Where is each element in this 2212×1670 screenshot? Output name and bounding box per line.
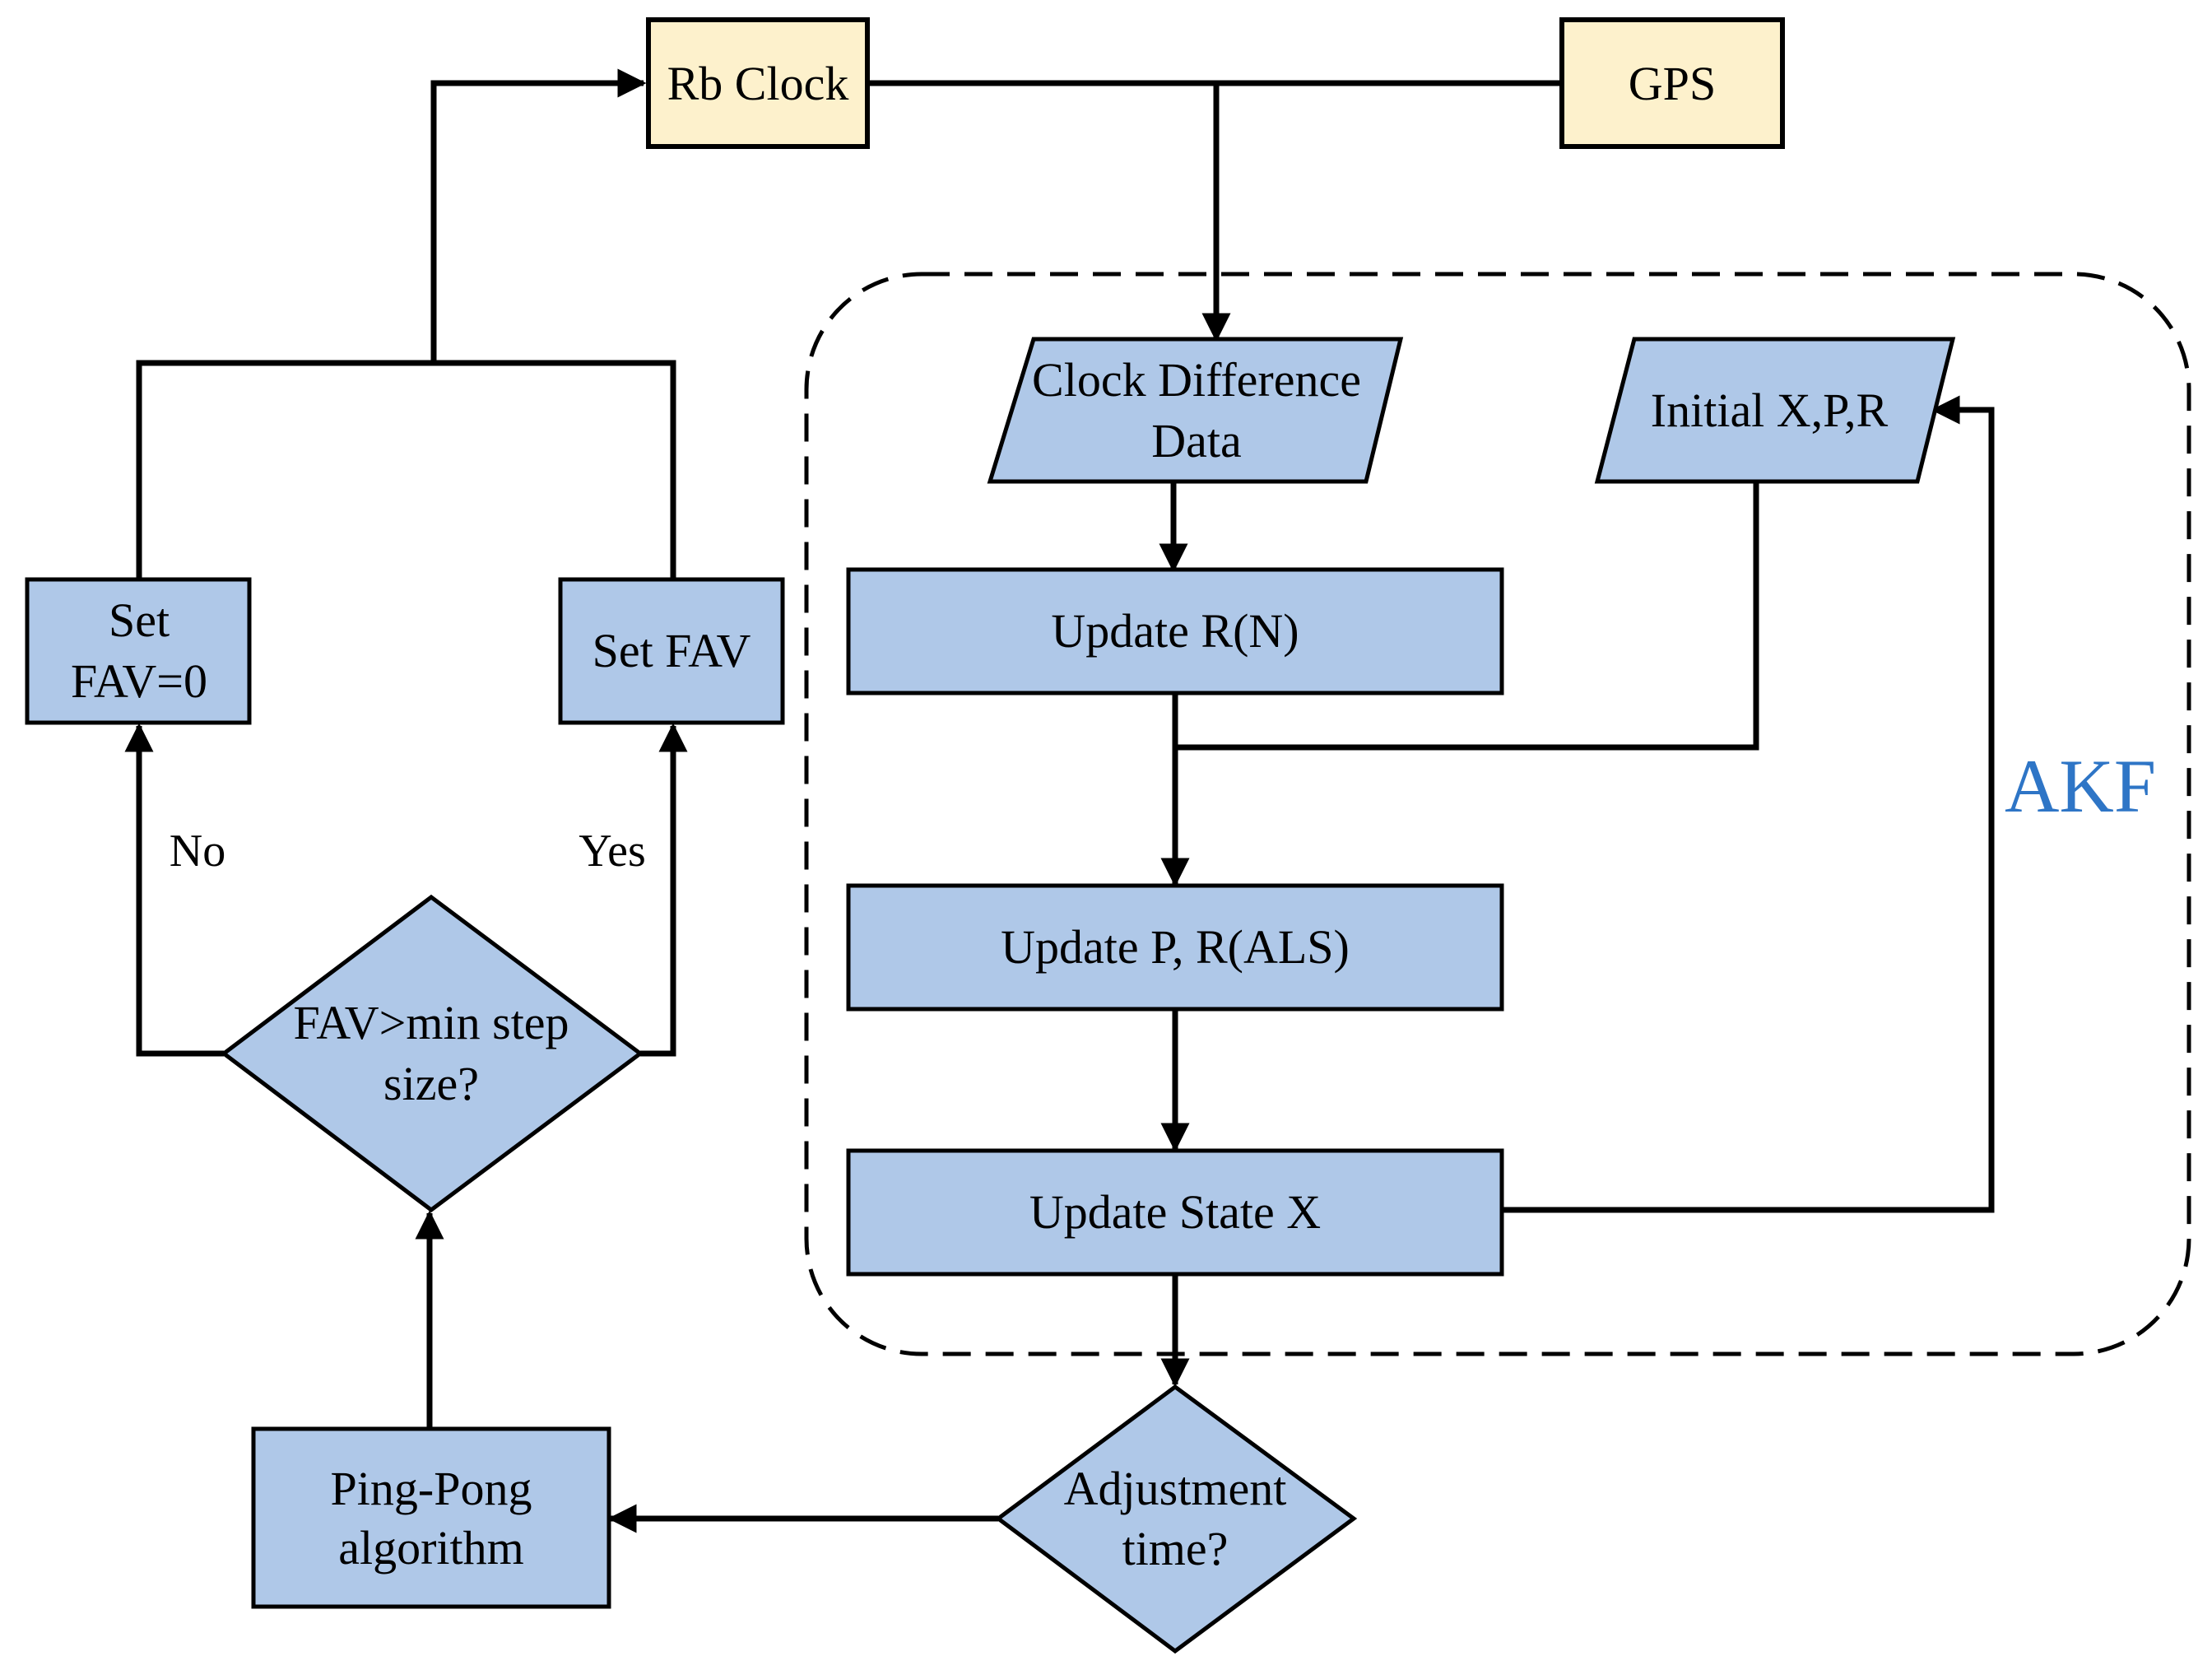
initial-xpr-node: Initial X,P,R xyxy=(1594,337,1956,484)
akf-group-label: AKF xyxy=(2005,744,2156,828)
edge-merge-to-rbclock xyxy=(430,68,647,363)
ping-pong-label-line1: Ping-Pong xyxy=(331,1462,532,1515)
gps-label: GPS xyxy=(1629,57,1716,110)
clock-difference-data-node: Clock Difference Data xyxy=(987,337,1404,484)
clock-difference-label-line1: Clock Difference xyxy=(1032,353,1361,407)
edge-initial-xpr-merge xyxy=(1175,481,1759,751)
edge-label-no: No xyxy=(170,826,225,877)
edge-yes-branch xyxy=(640,723,688,1057)
edge-feedback-to-initial xyxy=(1501,395,1995,1213)
set-fav-zero-label-line2: FAV=0 xyxy=(71,654,207,708)
adjustment-time-label-line2: time? xyxy=(1122,1522,1229,1575)
rb-clock-label: Rb Clock xyxy=(667,57,849,110)
ping-pong-node: Ping-Pong algorithm xyxy=(251,1426,611,1609)
set-fav-node: Set FAV xyxy=(558,577,785,725)
fav-decision-label-line2: size? xyxy=(383,1057,479,1110)
gps-node: GPS xyxy=(1559,17,1785,149)
edge-label-yes: Yes xyxy=(579,826,645,877)
edge-no-branch xyxy=(124,723,224,1057)
update-pr-label: Update P, R(ALS) xyxy=(1001,920,1350,974)
fav-decision-label-line1: FAV>min step xyxy=(293,996,569,1049)
fav-decision: FAV>min step size? xyxy=(220,894,644,1213)
adjustment-time-decision: Adjustment time? xyxy=(994,1384,1358,1654)
update-pr-node: Update P, R(ALS) xyxy=(846,883,1504,1012)
edge-set-fav-zero-up xyxy=(136,360,676,579)
akf-group-boundary xyxy=(804,272,2191,1356)
ping-pong-label-line2: algorithm xyxy=(338,1521,524,1575)
update-state-node: Update State X xyxy=(846,1148,1504,1277)
set-fav-zero-node: Set FAV=0 xyxy=(25,577,252,725)
update-rn-label: Update R(N) xyxy=(1051,604,1299,658)
update-state-label: Update State X xyxy=(1029,1185,1321,1239)
set-fav-label: Set FAV xyxy=(592,624,751,677)
update-rn-node: Update R(N) xyxy=(846,567,1504,695)
adjustment-time-label-line1: Adjustment xyxy=(1064,1462,1287,1515)
clock-difference-label-line2: Data xyxy=(1151,414,1242,468)
set-fav-zero-label-line1: Set xyxy=(109,593,170,647)
rb-clock-node: Rb Clock xyxy=(646,17,870,149)
initial-xpr-label: Initial X,P,R xyxy=(1651,384,1889,437)
